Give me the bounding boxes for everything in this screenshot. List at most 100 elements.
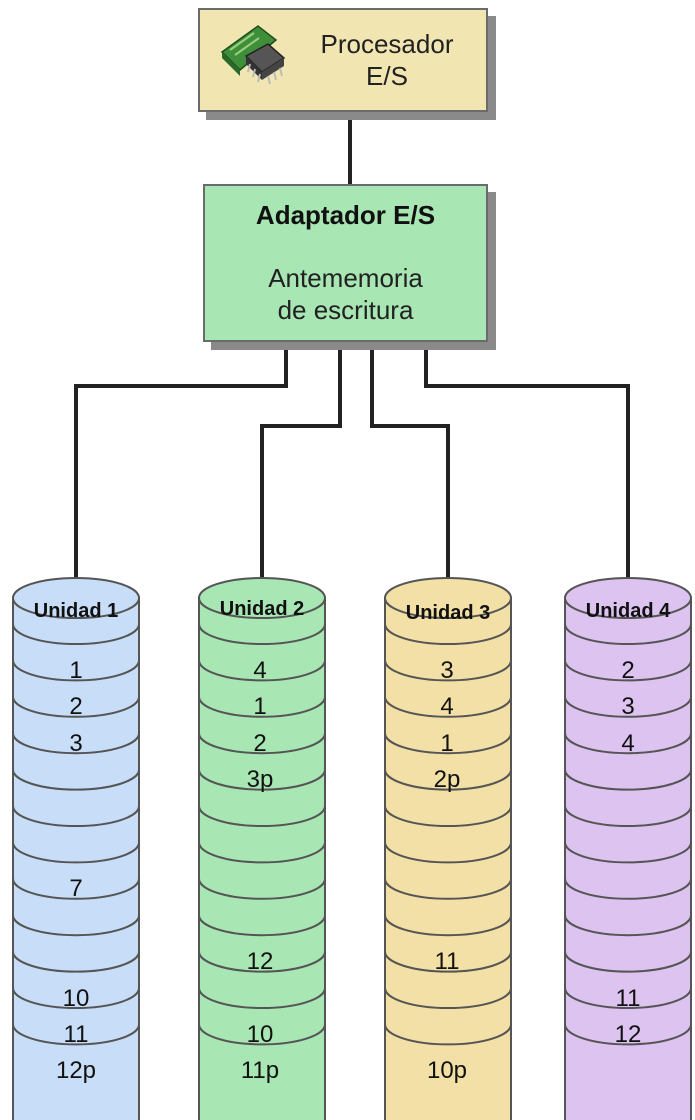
unit-title: Unidad 2 (219, 598, 305, 620)
disk-slot-divider (564, 805, 692, 827)
write-cache-line2: de escritura (277, 295, 414, 325)
disk-slot-label: 4 (253, 657, 267, 684)
disk-slot-divider (384, 878, 512, 900)
io-adapter-box: Adaptador E/S Antememoria de escritura (203, 184, 488, 342)
disk-slot-label: 7 (69, 875, 83, 903)
disk-slot-divider (384, 696, 512, 718)
disk-slot-label: 11 (615, 984, 641, 1012)
connector-unit-3 (370, 342, 450, 580)
disk-slot-divider (198, 696, 326, 718)
disk-slot-divider (12, 805, 140, 827)
disk-slot-label: 12p (55, 1057, 97, 1085)
disk-slot-label: 1 (253, 693, 267, 721)
connector-unit-2 (260, 342, 342, 580)
disk-slot-label: 11 (434, 948, 460, 976)
disk-slot-divider (198, 660, 326, 682)
disk-slot-label: 3 (69, 729, 83, 757)
disk-unit-4 (564, 577, 692, 1120)
disk-slot-label: 3 (440, 657, 454, 684)
disk-slot-label: 1 (440, 729, 454, 757)
disk-slot-divider (12, 769, 140, 791)
disk-slot-label: 4 (440, 693, 454, 721)
disk-unit-top (12, 577, 140, 619)
write-cache-line1: Antememoria (268, 263, 423, 293)
disk-slot-divider (384, 951, 512, 973)
disk-slot-divider (564, 987, 692, 1009)
disk-slot-divider (198, 805, 326, 827)
unit-title: Unidad 4 (585, 600, 671, 622)
connector-unit-1 (74, 342, 288, 580)
disk-slot-label: 10p (426, 1057, 468, 1085)
disk-slot-divider (564, 951, 692, 973)
disk-units (12, 577, 692, 1120)
disk-slot-divider (12, 915, 140, 937)
disk-slot-divider (12, 987, 140, 1009)
write-cache-label: Antememoria de escritura (205, 262, 486, 326)
disk-slot-divider (564, 878, 692, 900)
disk-slot-label: 12 (246, 948, 274, 976)
disk-slot-divider (564, 696, 692, 718)
disk-slot-divider (12, 951, 140, 973)
processor-chip-icon (220, 25, 286, 85)
disk-slot-label: 1 (69, 657, 83, 684)
disk-slot-divider (564, 660, 692, 682)
disk-unit-3 (384, 577, 512, 1120)
io-processor-box: Procesador E/S (198, 8, 488, 112)
disk-slot-label: 2 (69, 693, 83, 721)
disk-slot-divider (384, 623, 512, 645)
processor-label-line1: Procesador (320, 29, 454, 59)
processor-label: Procesador E/S (292, 28, 482, 92)
disk-slot-divider (12, 696, 140, 718)
disk-slot-divider (12, 623, 140, 645)
processor-label-line2: E/S (366, 61, 408, 91)
disk-slot-divider (384, 805, 512, 827)
disk-slot-divider (12, 842, 140, 864)
connectors (74, 112, 630, 580)
disk-slot-divider (12, 1024, 140, 1046)
disk-slot-divider (198, 878, 326, 900)
disk-slot-divider (384, 733, 512, 755)
disk-slot-label: 12 (614, 1021, 642, 1048)
disk-slot-divider (198, 1024, 326, 1046)
disk-unit-2 (198, 577, 326, 1120)
disk-slot-label: 4 (621, 729, 635, 757)
disk-slot-label: 2 (253, 729, 267, 757)
disk-unit-body (564, 597, 692, 1120)
unit-title: Unidad 3 (405, 602, 491, 624)
disk-slot-divider (198, 733, 326, 755)
disk-slot-divider (12, 878, 140, 900)
disk-slot-divider (564, 733, 692, 755)
disk-slot-divider (198, 915, 326, 937)
disk-slot-divider (564, 769, 692, 791)
disk-slot-divider (384, 660, 512, 682)
disk-slot-divider (564, 1024, 692, 1046)
disk-slot-divider (12, 733, 140, 755)
disk-slot-divider (384, 915, 512, 937)
disk-slot-divider (384, 987, 512, 1009)
disk-slot-divider (564, 842, 692, 864)
disk-slot-divider (198, 623, 326, 645)
disk-unit-top (384, 577, 512, 619)
disk-slot-divider (198, 842, 326, 864)
disk-unit-top (564, 577, 692, 619)
disk-slot-label: 2p (433, 766, 461, 794)
disk-slot-divider (198, 769, 326, 791)
disk-slot-divider (12, 660, 140, 682)
disk-slot-label: 11 (63, 1021, 89, 1048)
disk-slot-divider (384, 769, 512, 791)
disk-slot-label: 11p (240, 1057, 280, 1085)
disk-slot-label: 10 (246, 1021, 274, 1048)
disk-slot-divider (198, 951, 326, 973)
disk-slot-label: 10 (62, 984, 90, 1012)
disk-slot-divider (564, 623, 692, 645)
disk-slot-label: 3p (246, 766, 274, 794)
disk-slot-divider (384, 1024, 512, 1046)
disk-unit-1 (12, 577, 140, 1120)
disk-slot-divider (564, 915, 692, 937)
disk-unit-top (198, 577, 326, 619)
unit-title: Unidad 1 (33, 600, 119, 622)
disk-slot-label: 3 (621, 693, 635, 721)
disk-slot-divider (384, 842, 512, 864)
disk-slot-divider (198, 987, 326, 1009)
